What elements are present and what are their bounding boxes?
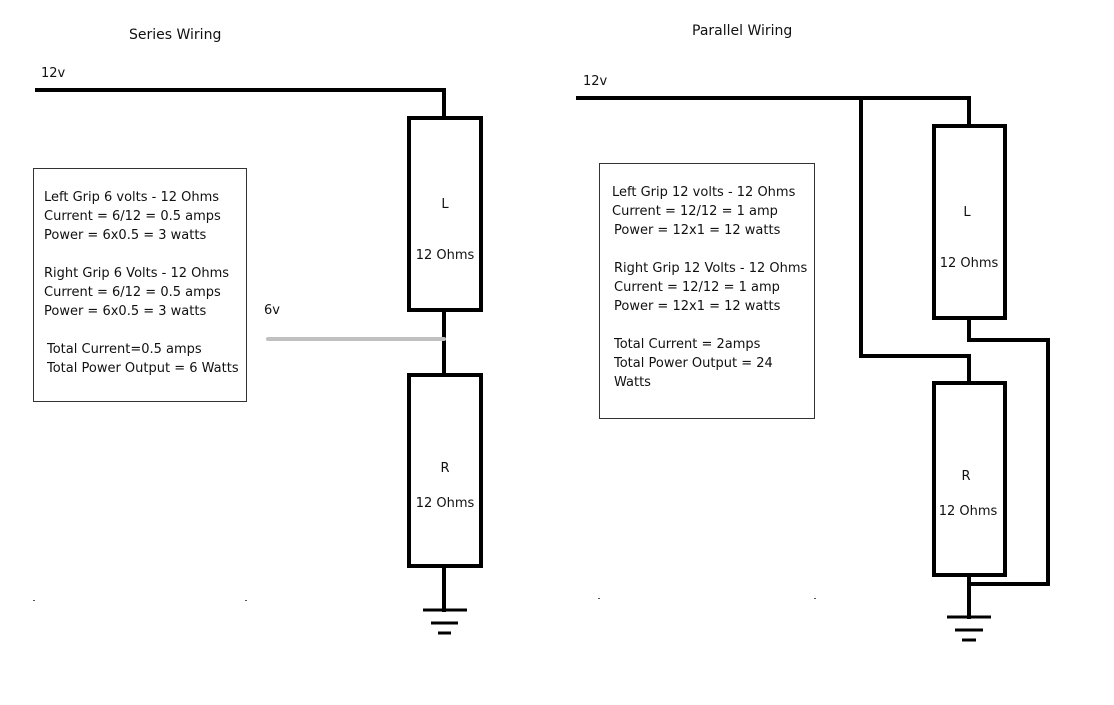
resistor-name: L [441, 197, 449, 212]
resistor-body [932, 381, 1007, 577]
stray-marks [33, 598, 816, 601]
series-total-current: Total Current=0.5 amps [47, 342, 202, 357]
parallel-total-current: Total Current = 2amps [614, 337, 761, 352]
series-mid-voltage-label: 6v [264, 303, 280, 318]
parallel-total-power-unit: Watts [614, 375, 651, 390]
parallel-resistor-r: R 12 Ohms [932, 381, 1007, 577]
series-ground-symbol [423, 608, 467, 635]
series-notes-box: Left Grip 6 volts - 12 Ohms Current = 6/… [33, 168, 247, 402]
resistor-value: 12 Ohms [940, 256, 999, 271]
series-right-grip-line: Right Grip 6 Volts - 12 Ohms [44, 266, 230, 281]
parallel-total-power: Total Power Output = 24 [614, 356, 773, 371]
series-right-grip-current: Current = 6/12 = 0.5 amps [44, 285, 221, 300]
series-resistor-l: L 12 Ohms [407, 116, 483, 312]
parallel-right-grip-current: Current = 12/12 = 1 amp [614, 280, 780, 295]
resistor-value: 12 Ohms [939, 504, 998, 519]
parallel-supply-label: 12v [583, 74, 608, 89]
series-supply-wire [35, 88, 446, 120]
series-title: Series Wiring [129, 27, 221, 43]
parallel-supply-wire [576, 96, 971, 128]
series-left-grip-line: Left Grip 6 volts - 12 Ohms [44, 190, 220, 205]
parallel-branch-wire [859, 96, 971, 385]
resistor-body [407, 116, 483, 312]
resistor-name: R [961, 469, 970, 484]
resistor-body [407, 373, 483, 568]
parallel-resistor-l: L 12 Ohms [932, 124, 1007, 320]
series-left-grip-power: Power = 6x0.5 = 3 watts [44, 228, 207, 243]
series-total-power: Total Power Output = 6 Watts [47, 361, 239, 376]
parallel-title: Parallel Wiring [692, 23, 792, 39]
resistor-value: 12 Ohms [416, 248, 475, 263]
parallel-notes-box: Left Grip 12 volts - 12 Ohms Current = 1… [599, 163, 815, 419]
resistor-body [932, 124, 1007, 320]
resistor-name: R [440, 461, 449, 476]
parallel-left-grip-power: Power = 12x1 = 12 watts [614, 223, 781, 238]
parallel-right-grip-line: Right Grip 12 Volts - 12 Ohms [614, 261, 808, 276]
series-right-grip-power: Power = 6x0.5 = 3 watts [44, 304, 207, 319]
resistor-name: L [963, 205, 971, 220]
series-supply-label: 12v [41, 66, 66, 81]
parallel-left-grip-current: Current = 12/12 = 1 amp [612, 204, 778, 219]
parallel-return-wire [967, 316, 1050, 586]
series-wires [35, 88, 446, 612]
parallel-wires [576, 96, 1050, 619]
resistor-value: 12 Ohms [416, 496, 475, 511]
series-resistor-r: R 12 Ohms [407, 373, 483, 568]
series-left-grip-current: Current = 6/12 = 0.5 amps [44, 209, 221, 224]
parallel-ground-symbol [947, 615, 991, 642]
parallel-left-grip-line: Left Grip 12 volts - 12 Ohms [612, 185, 796, 200]
parallel-right-grip-power: Power = 12x1 = 12 watts [614, 299, 781, 314]
